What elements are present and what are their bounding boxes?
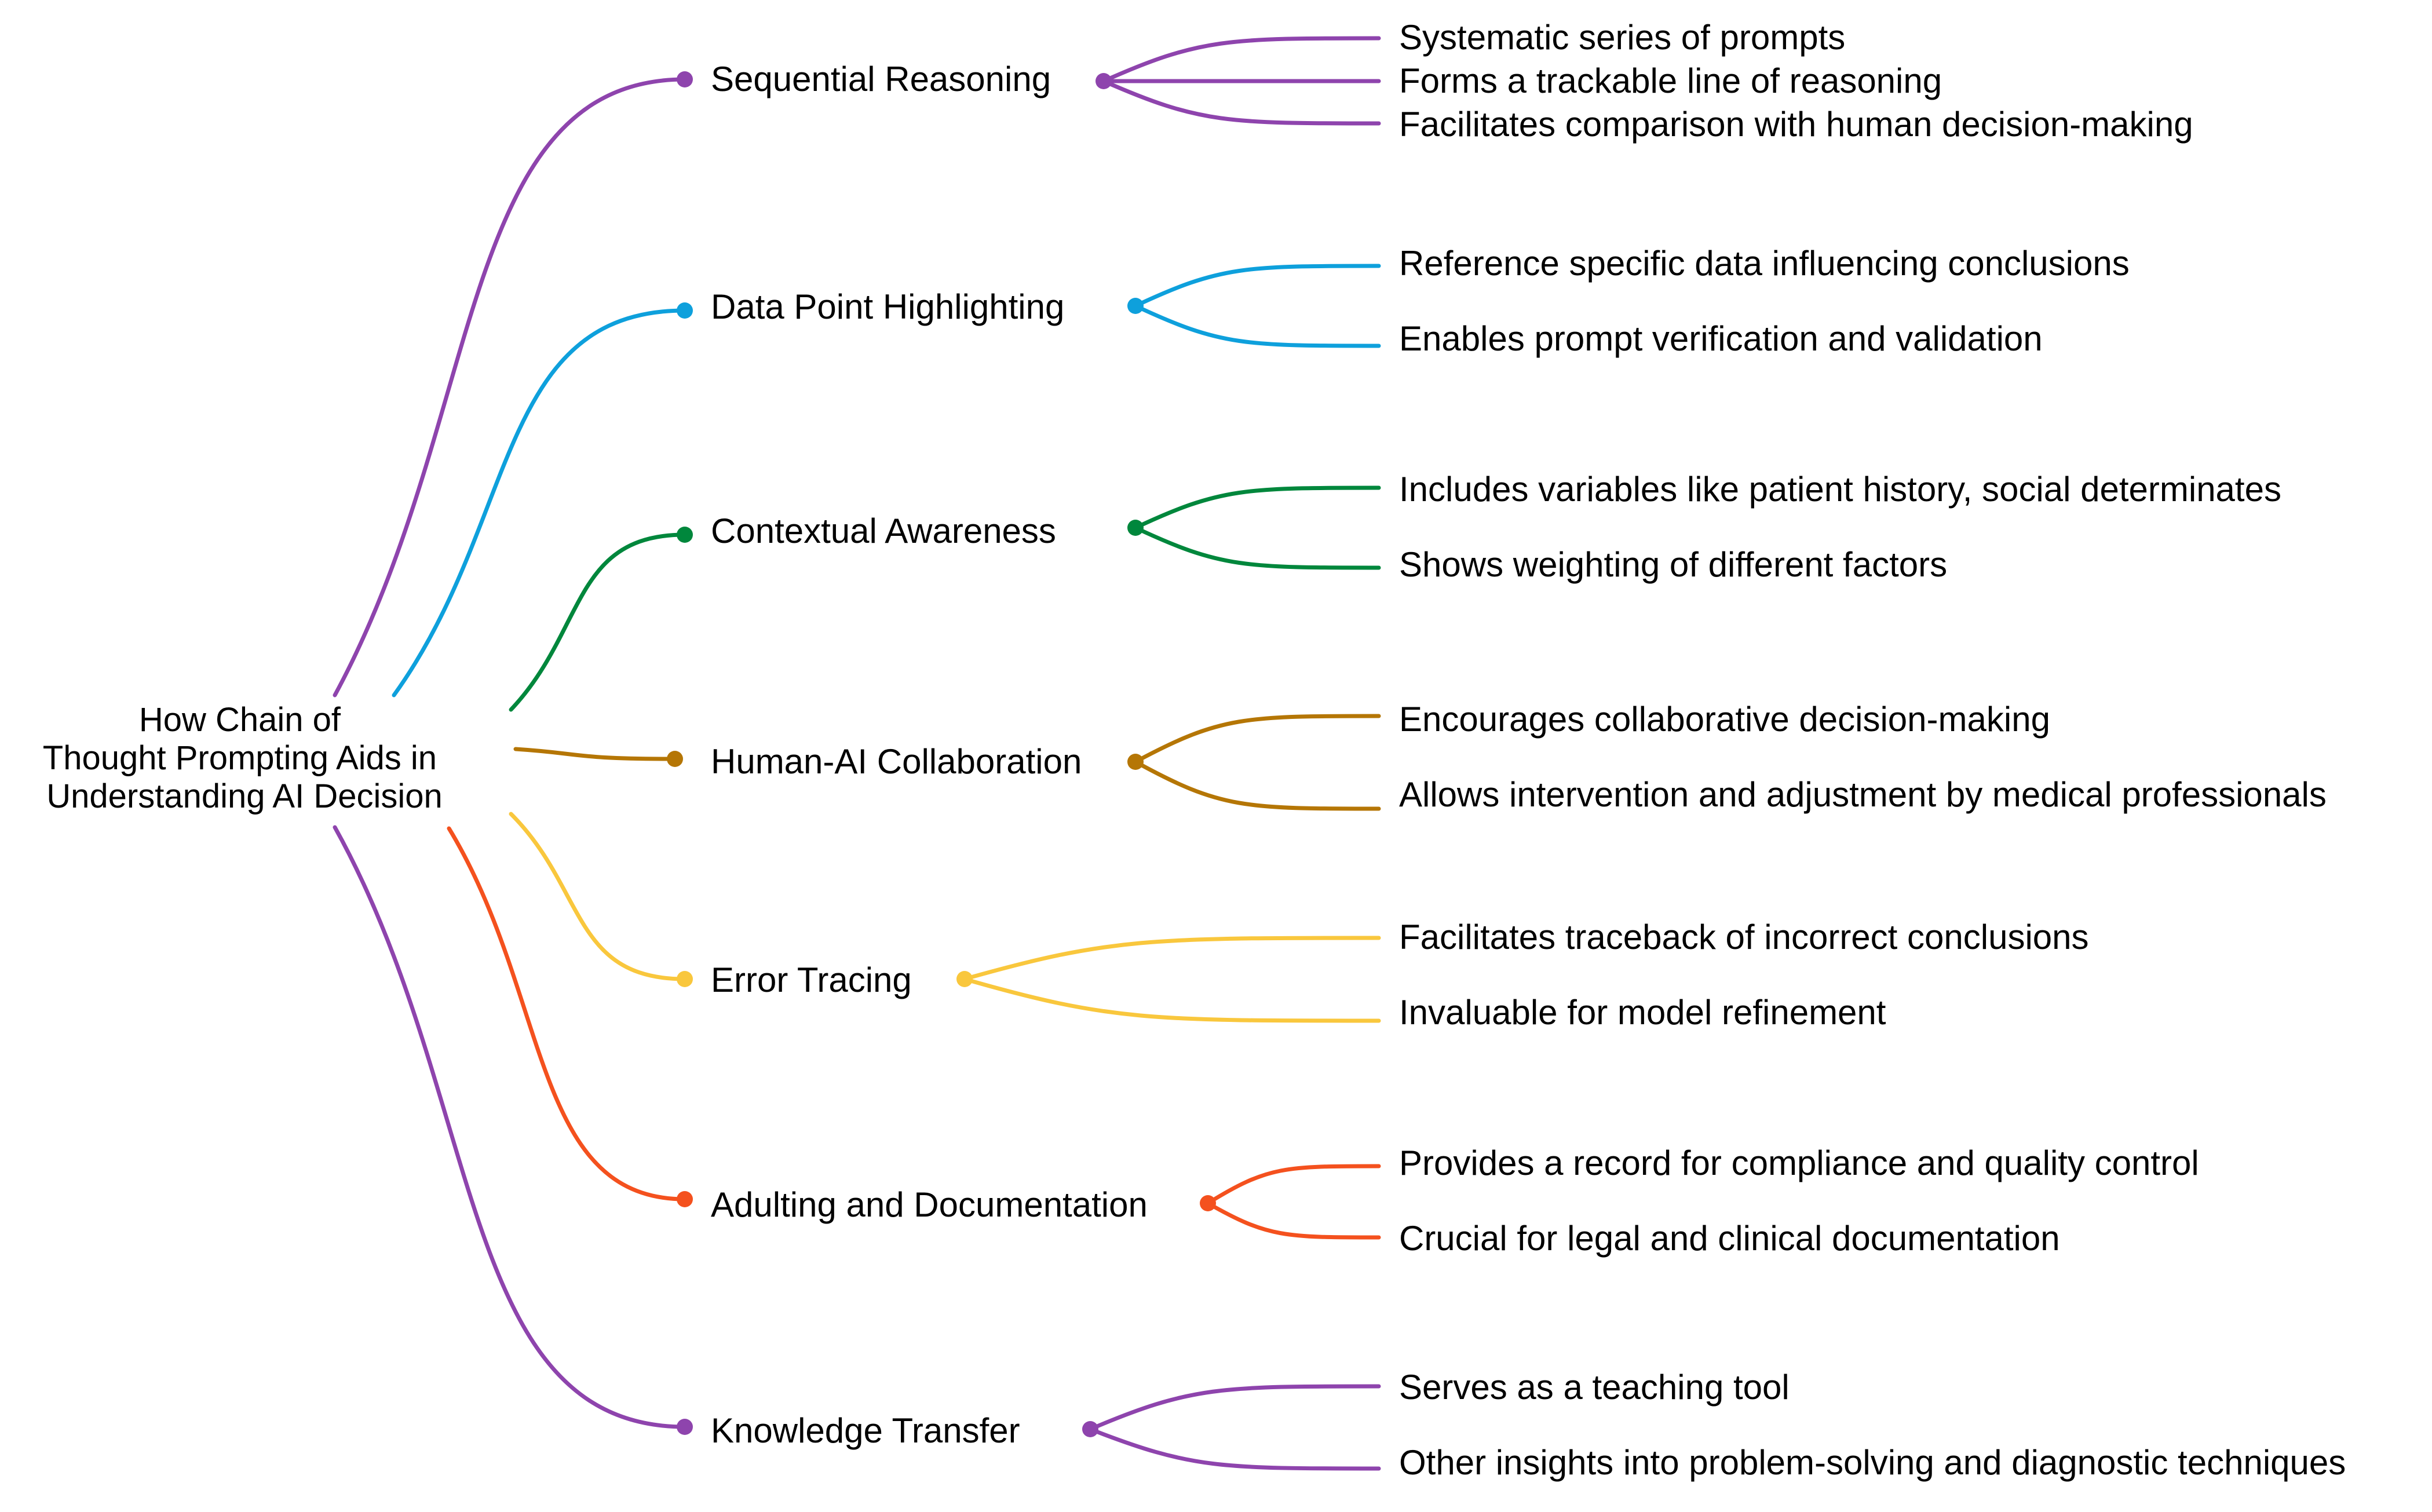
edge-knowledge-transfer-leaf-2 xyxy=(1088,1427,1381,1471)
leaf-hub-dot-human-ai-collaboration xyxy=(1127,754,1144,770)
leaf-label-human-ai-collaboration-1: Encourages collaborative decision-making xyxy=(1399,700,2050,739)
leaf-label-sequential-reasoning-3: Facilitates comparison with human decisi… xyxy=(1399,105,2193,144)
leaf-label-adulting-and-documentation-2: Crucial for legal and clinical documenta… xyxy=(1399,1219,2060,1258)
edge-root-contextual-awareness xyxy=(509,532,687,712)
branch-dot-contextual-awareness xyxy=(677,527,693,543)
branch-dot-sequential-reasoning xyxy=(677,71,693,87)
edge-human-ai-collaboration-leaf-2 xyxy=(1133,759,1381,811)
leaf-label-knowledge-transfer-1: Serves as a teaching tool xyxy=(1399,1368,1790,1407)
edge-error-tracing-leaf-2 xyxy=(962,977,1381,1023)
branch-dot-adulting-and-documentation xyxy=(677,1191,693,1207)
leaf-hub-dot-sequential-reasoning xyxy=(1096,73,1112,89)
edge-root-sequential-reasoning xyxy=(333,77,687,697)
edge-knowledge-transfer-leaf-1 xyxy=(1088,1384,1381,1431)
leaf-hub-dot-adulting-and-documentation xyxy=(1200,1195,1216,1211)
branch-label-adulting-and-documentation: Adulting and Documentation xyxy=(711,1185,1148,1224)
leaf-label-contextual-awareness-2: Shows weighting of different factors xyxy=(1399,545,1947,584)
leaf-hub-dot-data-point-highlighting xyxy=(1127,298,1144,314)
root-line-2: Thought Prompting Aids in xyxy=(43,739,437,777)
nodes-layer: How Chain of Thought Prompting Aids in U… xyxy=(43,18,2346,1482)
leaf-label-sequential-reasoning-2: Forms a trackable line of reasoning xyxy=(1399,61,1942,100)
edge-root-data-point-highlighting xyxy=(392,308,687,697)
edge-human-ai-collaboration-leaf-1 xyxy=(1133,714,1381,764)
leaf-label-data-point-highlighting-2: Enables prompt verification and validati… xyxy=(1399,319,2043,358)
branch-dot-human-ai-collaboration xyxy=(667,751,683,767)
leaf-label-sequential-reasoning-1: Systematic series of prompts xyxy=(1399,18,1845,57)
branch-label-contextual-awareness: Contextual Awareness xyxy=(711,512,1056,550)
leaf-label-data-point-highlighting-1: Reference specific data influencing conc… xyxy=(1399,244,2130,283)
edge-root-knowledge-transfer xyxy=(333,825,687,1429)
branch-dot-error-tracing xyxy=(677,971,693,987)
leaf-label-knowledge-transfer-2: Other insights into problem-solving and … xyxy=(1399,1443,2346,1482)
edge-root-human-ai-collaboration xyxy=(513,747,677,761)
root-node: How Chain of Thought Prompting Aids in U… xyxy=(43,701,446,815)
branch-label-human-ai-collaboration: Human-AI Collaboration xyxy=(711,742,1082,781)
root-line-3: Understanding AI Decision xyxy=(46,777,443,815)
leaf-label-human-ai-collaboration-2: Allows intervention and adjustment by me… xyxy=(1399,775,2327,814)
edge-root-adulting-and-documentation xyxy=(447,826,687,1201)
leaf-hub-dot-knowledge-transfer xyxy=(1082,1421,1098,1437)
branch-label-knowledge-transfer: Knowledge Transfer xyxy=(711,1411,1020,1450)
edges-layer xyxy=(333,36,1381,1471)
leaf-label-adulting-and-documentation-1: Provides a record for compliance and qua… xyxy=(1399,1144,2199,1182)
branch-label-error-tracing: Error Tracing xyxy=(711,960,912,999)
leaf-hub-dot-error-tracing xyxy=(956,971,973,987)
edge-data-point-highlighting-leaf-2 xyxy=(1133,304,1381,348)
branch-dot-knowledge-transfer xyxy=(677,1419,693,1435)
leaf-label-contextual-awareness-1: Includes variables like patient history,… xyxy=(1399,470,2281,509)
edge-adulting-and-documentation-leaf-2 xyxy=(1206,1201,1381,1240)
edge-error-tracing-leaf-1 xyxy=(962,936,1381,981)
edge-root-error-tracing xyxy=(509,812,687,981)
leaf-hub-dot-contextual-awareness xyxy=(1127,520,1144,536)
edge-contextual-awareness-leaf-1 xyxy=(1133,485,1381,530)
root-line-1: How Chain of xyxy=(139,701,341,739)
branch-label-sequential-reasoning: Sequential Reasoning xyxy=(711,60,1051,98)
edge-sequential-reasoning-leaf-3 xyxy=(1101,79,1381,126)
edge-sequential-reasoning-leaf-1 xyxy=(1101,36,1381,83)
edge-contextual-awareness-leaf-2 xyxy=(1133,525,1381,570)
leaf-label-error-tracing-2: Invaluable for model refinement xyxy=(1399,993,1886,1032)
edge-adulting-and-documentation-leaf-1 xyxy=(1206,1164,1381,1206)
leaf-label-error-tracing-1: Facilitates traceback of incorrect concl… xyxy=(1399,918,2089,956)
branch-label-data-point-highlighting: Data Point Highlighting xyxy=(711,287,1064,326)
branch-dot-data-point-highlighting xyxy=(677,302,693,319)
edge-data-point-highlighting-leaf-1 xyxy=(1133,264,1381,308)
